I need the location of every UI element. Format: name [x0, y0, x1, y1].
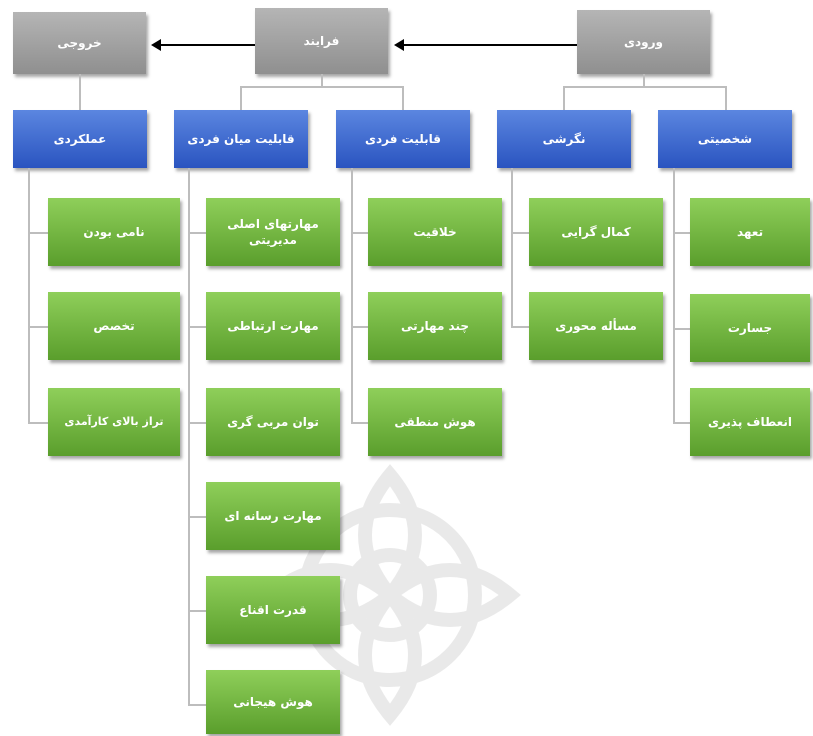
- item-performance-1: نامی بودن: [48, 198, 180, 266]
- connector: [402, 86, 404, 110]
- connector: [321, 74, 323, 86]
- spine-interpersonal: [188, 168, 190, 706]
- category-interpersonal: قابلیت میان فردی: [174, 110, 308, 168]
- connector: [240, 86, 404, 88]
- branch: [188, 422, 206, 424]
- arrow-process-to-output: [151, 39, 255, 51]
- stage-input: ورودی: [577, 10, 710, 74]
- item-performance-3: تراز بالای کارآمدی: [48, 388, 180, 456]
- branch: [351, 326, 368, 328]
- branch: [28, 422, 48, 424]
- item-individual-3: هوش منطقی: [368, 388, 502, 456]
- category-performance: عملکردی: [13, 110, 147, 168]
- branch: [188, 610, 206, 612]
- item-individual-1: خلاقیت: [368, 198, 502, 266]
- connector: [643, 74, 645, 86]
- branch: [351, 422, 368, 424]
- item-interpersonal-2: مهارت ارتباطی: [206, 292, 340, 360]
- item-performance-2: تخصص: [48, 292, 180, 360]
- branch: [188, 326, 206, 328]
- item-interpersonal-3: توان مربی گری: [206, 388, 340, 456]
- category-personality: شخصیتی: [658, 110, 792, 168]
- branch: [511, 326, 529, 328]
- spine-attitude: [511, 168, 513, 328]
- item-interpersonal-5: قدرت اقناع: [206, 576, 340, 644]
- branch: [511, 232, 529, 234]
- stage-process: فرایند: [255, 8, 388, 74]
- item-personality-1: تعهد: [690, 198, 810, 266]
- item-interpersonal-4: مهارت رسانه ای: [206, 482, 340, 550]
- branch: [351, 232, 368, 234]
- spine-personality: [673, 168, 675, 424]
- item-interpersonal-1: مهارتهای اصلی مدیریتی: [206, 198, 340, 266]
- branch: [673, 232, 690, 234]
- connector: [725, 86, 727, 110]
- branch: [188, 704, 206, 706]
- branch: [188, 516, 206, 518]
- connector: [240, 86, 242, 110]
- connector: [563, 86, 727, 88]
- item-personality-2: جسارت: [690, 294, 810, 362]
- connector: [79, 74, 81, 110]
- category-individual: قابلیت فردی: [336, 110, 470, 168]
- item-interpersonal-6: هوش هیجانی: [206, 670, 340, 734]
- branch: [673, 422, 690, 424]
- stage-output: خروجی: [13, 12, 146, 74]
- item-attitude-1: کمال گرایی: [529, 198, 663, 266]
- branch: [673, 328, 690, 330]
- connector: [563, 86, 565, 110]
- item-personality-3: انعطاف پذیری: [690, 388, 810, 456]
- category-attitude: نگرشی: [497, 110, 631, 168]
- arrow-input-to-process: [394, 39, 577, 51]
- branch: [28, 326, 48, 328]
- item-individual-2: چند مهارتی: [368, 292, 502, 360]
- spine-performance: [28, 168, 30, 424]
- branch: [28, 232, 48, 234]
- branch: [188, 232, 206, 234]
- spine-individual: [351, 168, 353, 424]
- item-attitude-2: مسأله محوری: [529, 292, 663, 360]
